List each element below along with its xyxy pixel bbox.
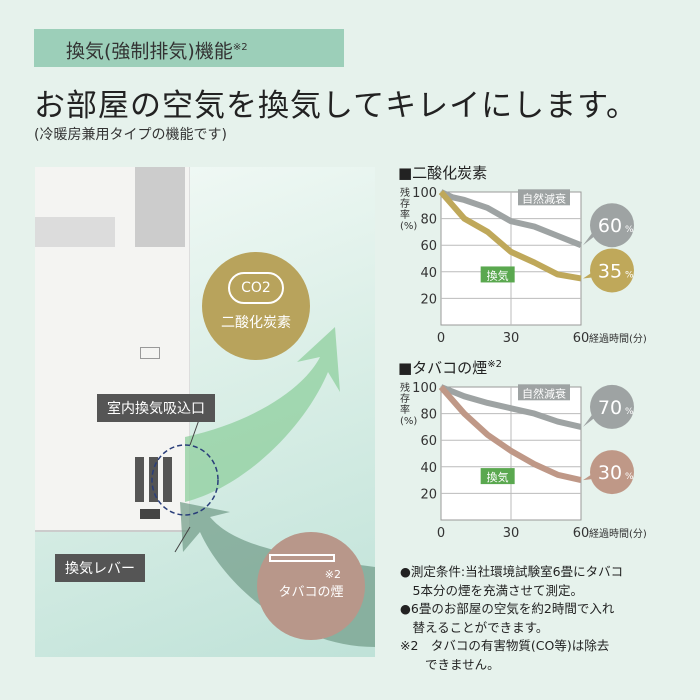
chart-title: ■タバコの煙※2 — [398, 359, 502, 377]
y-tick-label: 60 — [420, 434, 437, 449]
cloud-icon: CO2 — [228, 272, 284, 304]
feature-tag-text: 換気(強制排気)機能 — [66, 40, 233, 63]
x-axis-label: 経過時間(分) — [589, 332, 647, 345]
note-line: 5本分の煙を充満させて測定。 — [400, 582, 583, 598]
air-conditioner-unit — [35, 167, 190, 532]
y-axis-label: 残存率(%) — [400, 188, 418, 232]
series-name-label: 換気 — [487, 470, 509, 484]
product-illustration: 室内換気吸込口 換気レバー CO2 二酸化炭素 ※2 タバコの煙 — [35, 167, 375, 657]
lever-label: 換気レバー — [55, 554, 145, 582]
intake-highlight-circle — [151, 444, 219, 516]
notes: ●測定条件:当社環境試験室6畳にタバコ 5本分の煙を充満させて測定。 ●6畳のお… — [400, 563, 700, 674]
smoke-badge: ※2 タバコの煙 — [257, 532, 365, 640]
value-bubble — [590, 203, 634, 248]
x-tick-label: 60 — [573, 331, 590, 346]
end-value-label: 35 — [598, 260, 622, 282]
top-grille — [135, 167, 185, 247]
co2-label: 二酸化炭素 — [221, 315, 291, 331]
x-tick-label: 60 — [573, 526, 590, 541]
series-name-tag — [480, 468, 515, 485]
feature-tag: 換気(強制排気)機能※2 — [34, 29, 344, 67]
series-line — [439, 189, 583, 248]
vent-slot — [135, 457, 144, 502]
series-name-tag — [480, 266, 515, 283]
y-tick-label: 100 — [412, 381, 437, 396]
y-tick-label: 40 — [420, 266, 437, 281]
co2-badge: CO2 二酸化炭素 — [202, 252, 310, 360]
value-bubble — [590, 450, 634, 495]
x-tick-label: 30 — [503, 331, 520, 346]
unit-label: % — [625, 270, 634, 280]
footnote-mark: ※2 — [487, 359, 502, 370]
series-name-label: 自然減衰 — [522, 386, 566, 400]
note-line: ●測定条件:当社環境試験室6畳にタバコ — [400, 564, 624, 579]
vent-slot — [149, 457, 158, 502]
ventilation-lever — [140, 509, 160, 519]
end-value-label: 70 — [598, 397, 622, 419]
y-tick-label: 80 — [420, 213, 437, 228]
y-axis-label: 残存率(%) — [400, 383, 418, 427]
x-tick-label: 0 — [437, 526, 445, 541]
x-tick-label: 30 — [503, 526, 520, 541]
x-axis-label: 経過時間(分) — [589, 527, 647, 540]
control-button — [140, 347, 160, 359]
y-tick-label: 100 — [412, 186, 437, 201]
unit-label: % — [625, 472, 634, 482]
series-name-label: 換気 — [487, 268, 509, 282]
note-line: できません。 — [400, 656, 500, 672]
y-tick-label: 20 — [420, 487, 437, 502]
note-line: ●6畳のお部屋の空気を約2時間で入れ — [400, 601, 615, 616]
y-tick-label: 60 — [420, 239, 437, 254]
unit-label: % — [625, 225, 634, 235]
vent-slot — [163, 457, 172, 502]
series-name-tag — [518, 384, 570, 401]
unit-label: % — [625, 407, 634, 417]
y-tick-label: 20 — [420, 292, 437, 307]
co2-formula: CO2 — [241, 280, 271, 296]
chart-title: ■二酸化炭素 — [398, 164, 488, 182]
series-name-tag — [518, 189, 570, 206]
series-line — [438, 190, 582, 282]
series-name-label: 自然減衰 — [522, 191, 566, 205]
smoke-note: ※2 — [324, 568, 341, 581]
page-title: お部屋の空気を換気してキレイにします。 — [34, 88, 638, 124]
cigarette-icon — [269, 554, 335, 562]
note-line: 替えることができます。 — [400, 619, 549, 635]
end-value-label: 60 — [598, 215, 622, 237]
end-value-label: 30 — [598, 462, 622, 484]
note-line: ※2 タバコの有害物質(CO等)は除去 — [400, 638, 610, 653]
value-bubble — [590, 384, 634, 429]
x-tick-label: 0 — [437, 331, 445, 346]
footnote-mark: ※2 — [232, 42, 248, 53]
value-bubble — [590, 248, 634, 293]
y-tick-label: 80 — [420, 408, 437, 423]
panel-slot — [35, 217, 115, 247]
intake-label: 室内換気吸込口 — [97, 394, 215, 422]
arrow-out-icon — [185, 327, 340, 502]
smoke-label: タバコの煙 — [278, 585, 344, 600]
page-subtitle: (冷暖房兼用タイプの機能です) — [34, 127, 227, 143]
y-tick-label: 40 — [420, 461, 437, 476]
